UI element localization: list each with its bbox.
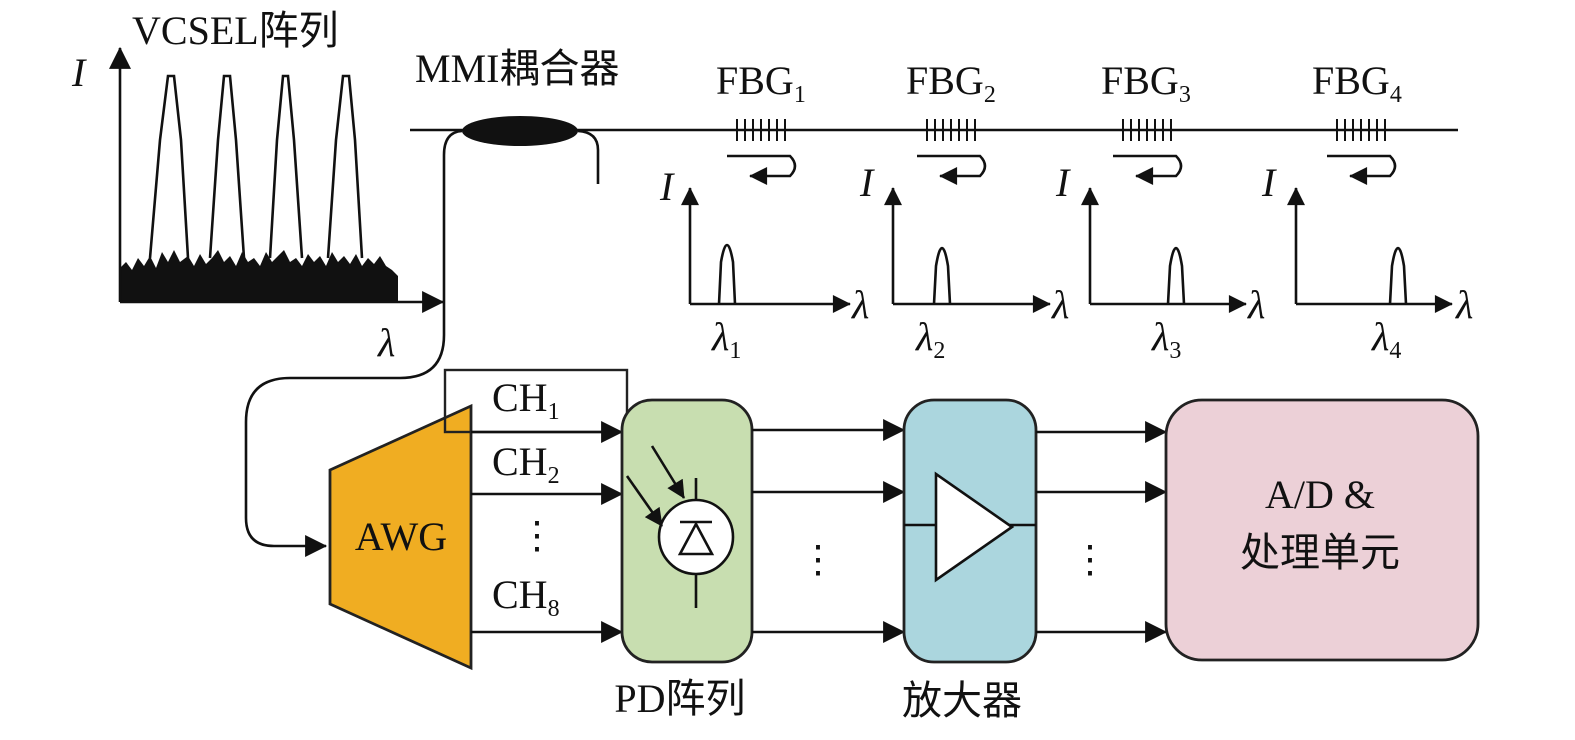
fbg-3: FBG3 I λ λ3 <box>1055 58 1265 364</box>
photodiode-icon <box>657 498 735 576</box>
fbg-3-label: FBG3 <box>1101 58 1191 108</box>
fbg-1-reflection-arrow <box>727 154 797 185</box>
fbg-2-reflection-arrow <box>917 154 987 185</box>
fbg-3-reflection-arrow <box>1113 154 1183 185</box>
fbg-4-wavelength-label: λ4 <box>1371 314 1401 364</box>
incident-light-arrow-1 <box>650 445 686 499</box>
fbg-1-x-axis-label: λ <box>851 282 869 327</box>
fbg-4-peak <box>1388 246 1408 305</box>
pd-array: PD阵列 <box>614 398 754 721</box>
fbg-3-y-axis-label: I <box>1055 160 1071 205</box>
channel-1-label: CH1 <box>492 375 560 425</box>
vcsel-noise-floor <box>120 250 398 302</box>
fbg-1-peak <box>717 243 737 305</box>
mmi-coupler-label: MMI耦合器 <box>415 46 619 91</box>
amplifier: 放大器 <box>902 398 1038 723</box>
fbg-2: FBG2 I λ λ2 <box>859 58 1069 364</box>
vcsel-x-axis-label: λ <box>377 320 395 365</box>
pd-array-label: PD阵列 <box>614 676 745 721</box>
channel-ellipsis: ⋮ <box>518 515 556 557</box>
adc-label-line1: A/D & <box>1265 472 1375 517</box>
awg-block <box>328 403 473 671</box>
fbg-3-x-axis-label: λ <box>1247 282 1265 327</box>
fbg-2-wavelength-label: λ2 <box>915 314 945 364</box>
awg-channels: CH1 CH2 ⋮ CH8 <box>443 368 629 643</box>
fbg-3-wavelength-label: λ3 <box>1151 314 1181 364</box>
fbg-4-y-axis-label: I <box>1261 160 1277 205</box>
fbg-2-x-axis-label: λ <box>1051 282 1069 327</box>
fbg-4: FBG4 I λ λ4 <box>1261 58 1473 364</box>
adc-label-line2: 处理单元 <box>1240 530 1400 575</box>
vcsel-peaks <box>148 74 364 259</box>
fbg-1-grating <box>736 119 786 141</box>
vcsel-y-axis-label: I <box>71 50 87 95</box>
amplifier-triangle-icon <box>934 471 1015 583</box>
fbg-3-grating <box>1122 119 1172 141</box>
fbg-4-grating <box>1336 119 1386 141</box>
vcsel-spectrum: I λ VCSEL阵列 <box>71 8 445 365</box>
fbg-3-peak <box>1166 246 1186 305</box>
amp-adc-ellipsis: ⋮ <box>1071 539 1109 581</box>
fbg-2-grating <box>926 119 976 141</box>
fbg-1-wavelength-label: λ1 <box>711 314 741 364</box>
adc-processing-unit: A/D & 处理单元 <box>1164 398 1480 662</box>
adc-block <box>1164 398 1480 662</box>
fbg-4-label: FBG4 <box>1312 58 1402 108</box>
fbg-1-y-axis-label: I <box>659 164 675 209</box>
pd-amp-ellipsis: ⋮ <box>799 539 837 581</box>
photodiode-symbol <box>677 520 715 556</box>
mmi-coupler <box>462 116 578 146</box>
fbg-2-y-axis-label: I <box>859 160 875 205</box>
fbg-1-label: FBG1 <box>716 58 806 108</box>
fiber-to-awg <box>244 129 463 557</box>
awg-label: AWG <box>355 514 447 559</box>
vcsel-array-label: VCSEL阵列 <box>132 8 339 53</box>
incident-light-arrow-2 <box>625 475 664 527</box>
fbg-4-reflection-arrow <box>1327 154 1397 185</box>
awg: AWG <box>328 403 473 671</box>
channel-8-label: CH8 <box>492 572 560 622</box>
coupler-right-port <box>577 129 600 184</box>
fbg-2-peak <box>932 246 952 305</box>
fbg-2-label: FBG2 <box>906 58 996 108</box>
channel-2-label: CH2 <box>492 439 560 489</box>
amp-to-adc-lines: ⋮ <box>1036 421 1168 643</box>
amplifier-label: 放大器 <box>902 678 1022 723</box>
pd-to-amp-lines: ⋮ <box>752 419 906 643</box>
fbg-1: FBG1 I λ λ1 <box>659 58 869 364</box>
fbg-4-x-axis-label: λ <box>1455 282 1473 327</box>
